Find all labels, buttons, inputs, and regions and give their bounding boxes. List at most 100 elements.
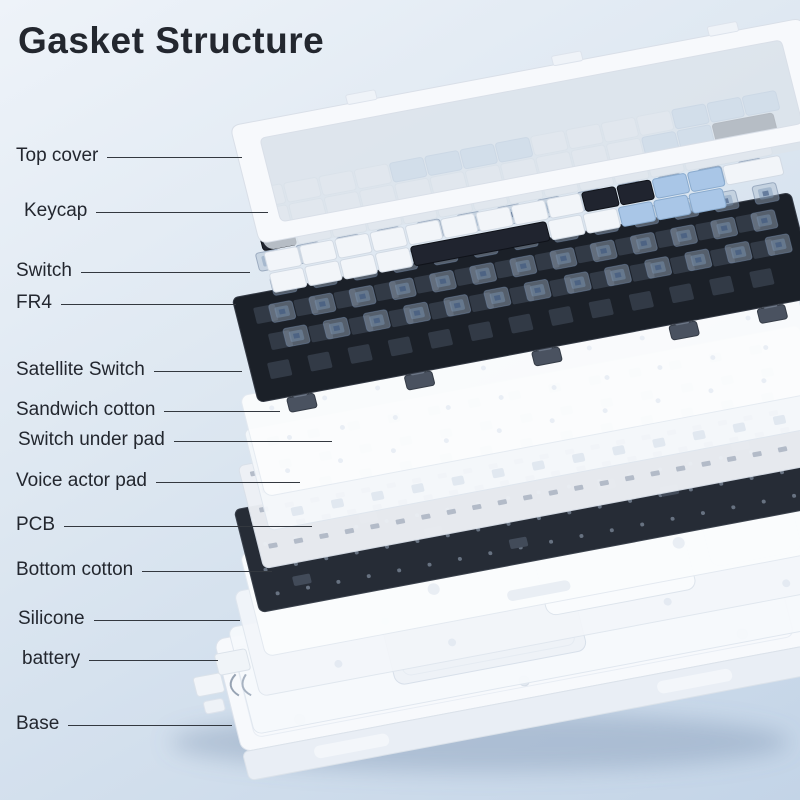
- cutout: [421, 513, 431, 520]
- switch-cutout: [428, 328, 453, 349]
- label-fr4: FR4: [16, 292, 52, 313]
- keycap: [299, 239, 338, 266]
- hole: [639, 335, 645, 341]
- switch-stem: [762, 190, 770, 197]
- hole: [451, 475, 465, 486]
- callout-switch-under-pad: Switch under pad: [18, 428, 332, 452]
- base-foot: [657, 668, 733, 694]
- cutout: [701, 460, 711, 467]
- switch-stem: [453, 302, 461, 309]
- cutout: [672, 537, 685, 549]
- switch-stem: [534, 287, 542, 294]
- cutout: [395, 518, 406, 525]
- keycap: [440, 213, 479, 239]
- keycap: [722, 155, 784, 186]
- solder-point: [397, 568, 402, 573]
- cutout: [427, 583, 440, 595]
- cutout: [472, 503, 482, 511]
- solder-point: [609, 528, 614, 533]
- callout-base: Base: [16, 712, 232, 736]
- callout-keycap: Keycap: [24, 199, 268, 223]
- callout-satellite-switch: Satellite Switch: [16, 358, 242, 382]
- keycap: [263, 246, 302, 272]
- cutout: [497, 499, 508, 506]
- hole: [531, 460, 545, 471]
- top-cover-shadow: [237, 26, 800, 249]
- keycap: [688, 188, 727, 214]
- switch-stem: [333, 325, 341, 332]
- keycap: [269, 267, 308, 293]
- keycap: [547, 214, 586, 241]
- top-cover-tab: [345, 89, 378, 105]
- label-silicone: Silicone: [18, 608, 85, 629]
- switch-cutout: [669, 283, 694, 304]
- solder-point: [366, 574, 371, 579]
- callout-line-sandwich-cotton: [164, 410, 280, 412]
- keycap: [369, 226, 408, 252]
- switch-stem: [760, 217, 768, 224]
- switch-stem: [720, 225, 728, 232]
- cutout: [507, 580, 571, 601]
- label-switch: Switch: [16, 260, 72, 281]
- hole: [782, 579, 791, 588]
- top-cover-tab: [706, 21, 739, 37]
- switch-stem: [359, 293, 367, 300]
- keycap: [546, 193, 585, 219]
- hole: [334, 659, 343, 668]
- switch-stem: [519, 263, 527, 270]
- switch-cutout: [307, 351, 333, 372]
- base-connector: [192, 672, 225, 697]
- switch-cutout: [508, 313, 534, 334]
- callout-line-voice-actor-pad: [155, 481, 300, 483]
- callout-line-fr4: [60, 303, 236, 305]
- callout-line-switch-under-pad: [173, 440, 332, 442]
- hole: [392, 415, 398, 420]
- hole: [761, 378, 767, 384]
- callout-battery: battery: [22, 647, 218, 671]
- keycap: [652, 173, 690, 199]
- solder-point: [457, 556, 462, 561]
- hole: [732, 422, 746, 433]
- label-satellite-switch: Satellite Switch: [16, 359, 145, 380]
- top-cover-graphic: [231, 19, 800, 249]
- solder-point: [640, 522, 645, 527]
- switch-stem: [292, 332, 301, 339]
- battery-cable: [241, 673, 252, 697]
- hole: [655, 398, 661, 404]
- keycap: [618, 201, 656, 227]
- hole: [692, 430, 706, 441]
- switch-cutout: [347, 344, 373, 364]
- switch-cutout: [468, 321, 494, 341]
- switch-stem: [694, 256, 702, 263]
- cutout: [548, 489, 559, 496]
- switch-cutout: [628, 291, 654, 311]
- label-keycap: Keycap: [24, 200, 88, 221]
- keycap: [687, 166, 726, 192]
- keycap: [653, 194, 692, 221]
- switch-cutout: [749, 268, 775, 288]
- label-pcb: PCB: [16, 514, 56, 535]
- cutout: [268, 542, 278, 549]
- keycap: [582, 208, 621, 234]
- keycap: [616, 179, 655, 206]
- keycap: [334, 233, 373, 259]
- callout-fr4: FR4: [16, 291, 236, 315]
- solder-point: [670, 516, 675, 521]
- callout-voice-actor-pad: Voice actor pad: [16, 469, 300, 493]
- hole: [443, 438, 449, 444]
- switch-stem: [439, 278, 447, 285]
- hole: [586, 345, 592, 351]
- callout-sandwich-cotton: Sandwich cotton: [16, 398, 280, 422]
- switch-stem: [413, 310, 421, 316]
- cutout: [344, 528, 355, 535]
- callout-top-cover: Top cover: [16, 144, 242, 168]
- switch-stem: [559, 255, 568, 262]
- hole: [763, 345, 769, 350]
- hole: [572, 452, 586, 463]
- hole: [663, 597, 672, 606]
- switch-stem: [775, 241, 783, 248]
- cutout: [675, 465, 686, 472]
- cutout: [319, 532, 329, 539]
- switch-cutout: [588, 298, 614, 319]
- solder-point: [427, 562, 432, 567]
